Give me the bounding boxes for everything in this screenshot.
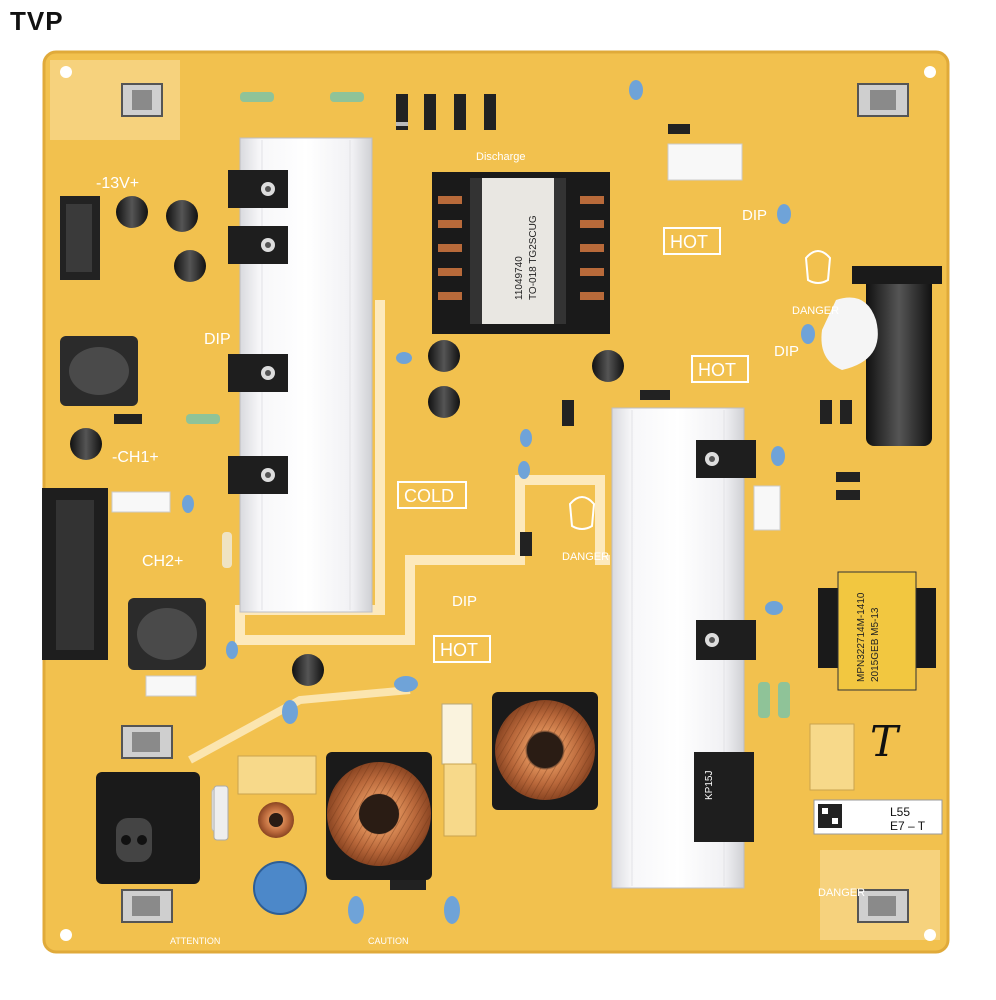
main-transformer [432, 172, 610, 334]
cold-label: COLD [397, 481, 467, 509]
watermark-text: TVP [10, 6, 64, 36]
svg-text:Discharge: Discharge [476, 151, 526, 163]
inductor-marking: 2015GEB M5-13 [870, 607, 881, 682]
small-toroid [258, 802, 294, 838]
bulk-capacitor [821, 266, 942, 446]
svg-text:DIP: DIP [452, 593, 477, 610]
svg-text:-13V+: -13V+ [96, 175, 139, 192]
svg-text:E7 – T: E7 – T [890, 819, 926, 833]
transistor-group-right [694, 440, 756, 842]
transformer-marking: TO-018 TG2SCUG [528, 215, 539, 300]
diodes [114, 94, 860, 890]
choke-inductors [60, 336, 206, 670]
hot-label-top: HOT [663, 227, 721, 255]
svg-text:HOT: HOT [670, 232, 708, 252]
danger-symbol [568, 250, 832, 530]
svg-text:HOT: HOT [440, 640, 478, 660]
ac-inlet-connector [96, 772, 200, 884]
svg-text:HOT: HOT [698, 360, 736, 380]
svg-text:COLD: COLD [404, 486, 454, 506]
toroid-inductor-right [492, 692, 598, 810]
svg-text:DIP: DIP [774, 343, 799, 360]
svg-text:L55: L55 [890, 805, 910, 819]
danger-label: DANGER [792, 305, 839, 317]
ground-clip [121, 83, 909, 923]
svg-text:DANGER: DANGER [818, 887, 865, 899]
danger-label: DANGER [562, 551, 609, 563]
ceramic-capacitors [182, 80, 815, 924]
svg-text:DIP: DIP [742, 207, 767, 224]
hot-label-mid: HOT [691, 355, 749, 383]
film-capacitors [111, 143, 855, 837]
model-sticker: L55 E7 – T [813, 799, 943, 835]
svg-text:DIP: DIP [204, 331, 231, 348]
output-inductor [818, 571, 936, 691]
fuse [213, 785, 229, 841]
electrolytic-capacitors [70, 196, 624, 686]
connector-left-large [42, 488, 108, 660]
transformer-marking: 11049740 [514, 256, 525, 300]
silkscreen-labels: -13V+ -CH1+ CH2+ DIP DIP DIP DIP Dischar… [96, 151, 865, 946]
transistor-marking: KP15J [704, 771, 715, 800]
hot-label-bottom: HOT [433, 635, 491, 663]
svg-text:CAUTION: CAUTION [368, 936, 409, 946]
handwritten-marking: T [870, 717, 901, 766]
svg-text:-CH1+: -CH1+ [112, 449, 159, 466]
transistor-group-left [228, 170, 288, 494]
svg-text:CH2+: CH2+ [142, 553, 183, 570]
varistor [253, 861, 307, 915]
inductor-marking: MPN322714M-1410 [856, 592, 867, 682]
svg-text:ATTENTION: ATTENTION [170, 936, 220, 946]
connector-left-small [60, 196, 100, 280]
toroid-inductor-left [326, 752, 432, 880]
